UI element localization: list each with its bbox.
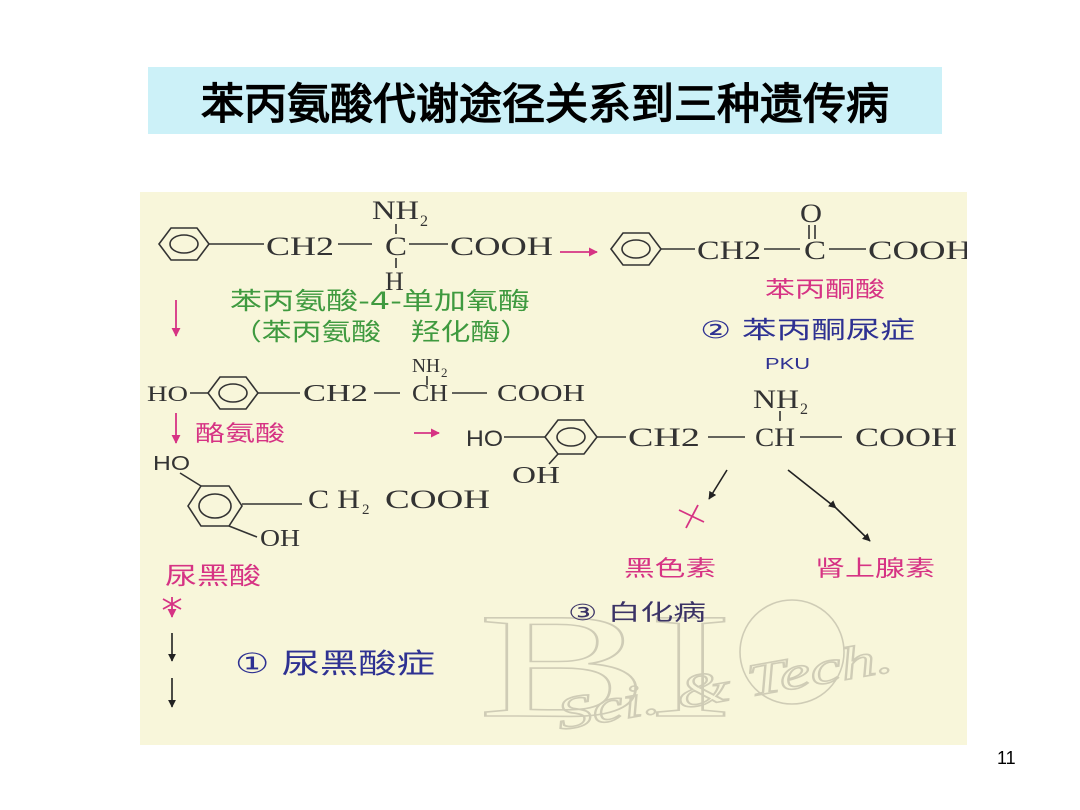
- benzene-ring: [543, 419, 599, 455]
- dopa-nh: NH: [753, 385, 799, 414]
- dopa-ho: HO: [466, 426, 503, 451]
- hga-h-subscript: 2: [362, 502, 370, 518]
- enzyme-alt-name: （苯丙氨酸 羟化酶）: [232, 318, 530, 346]
- enzyme-name: 苯丙氨酸-4-单加氧酶: [230, 287, 530, 315]
- phenylpyruvate-structure: CH2 C COOH O: [610, 199, 967, 266]
- benzene-ring-inner: [218, 383, 248, 403]
- dopa-oh: OH: [512, 463, 560, 489]
- phe-nh-subscript: 2: [420, 213, 428, 230]
- benzene-ring: [158, 227, 210, 261]
- dopa-nh-subscript: 2: [800, 401, 808, 418]
- benzene-ring-inner: [198, 493, 232, 519]
- pp-ch2: CH2: [697, 236, 761, 265]
- hga-ho: HO: [153, 453, 190, 475]
- pathway-diagram: BI Sci. & Tech. CH2 C COOH NH 2 H CH2: [140, 192, 967, 745]
- homogentisic-acid-structure: HO C H 2 COOH OH: [153, 453, 490, 552]
- benzene-ring-inner: [556, 427, 586, 447]
- tyrosine-label: 酪氨酸: [195, 422, 285, 447]
- pku-label: ② 苯丙酮尿症: [700, 316, 915, 344]
- tyrosine-structure: NH 2 HO CH2 CH COOH: [147, 355, 585, 410]
- tyr-ch2: CH2: [303, 381, 368, 407]
- dopa-cooh: COOH: [855, 423, 957, 452]
- dopa-ch: CH: [755, 423, 795, 452]
- phe-cooh: COOH: [450, 232, 553, 261]
- reaction-arrow: [708, 469, 728, 500]
- dopa-ch2: CH2: [628, 423, 700, 452]
- pp-o: O: [800, 199, 822, 228]
- bond: [228, 525, 258, 538]
- tyr-ho: HO: [147, 381, 188, 406]
- reaction-arrow: [787, 469, 871, 542]
- benzene-ring-inner: [169, 234, 199, 254]
- watermark: BI Sci. & Tech.: [477, 582, 897, 745]
- epinephrine-label: 肾上腺素: [815, 557, 935, 582]
- phe-ch2: CH2: [266, 232, 334, 261]
- page-number: 11: [997, 748, 1016, 768]
- bond: [179, 472, 202, 487]
- phe-c: C: [385, 232, 407, 261]
- hga-ch: C H: [308, 485, 360, 514]
- tyr-nh: NH: [412, 355, 440, 377]
- blocked-step-mark: [678, 504, 705, 529]
- dopa-structure: HO OH CH2 CH COOH NH 2: [466, 385, 957, 489]
- benzene-ring: [187, 485, 243, 527]
- hga-cooh: COOH: [385, 485, 490, 514]
- tyr-ch: CH: [412, 381, 448, 407]
- phenylpyruvate-label: 苯丙酮酸: [765, 278, 885, 303]
- pku-abbr: PKU: [765, 356, 810, 373]
- block-cross: [685, 504, 699, 529]
- pathway-svg: BI Sci. & Tech. CH2 C COOH NH 2 H CH2: [147, 196, 967, 745]
- benzene-ring-inner: [621, 239, 651, 259]
- phenylalanine-structure: CH2 C COOH NH 2 H: [158, 196, 553, 296]
- blocked-step-mark: [162, 597, 182, 618]
- phe-h: H: [385, 267, 404, 296]
- alkaptonuria-label: ① 尿黑酸症: [235, 647, 435, 680]
- hga-oh: OH: [260, 526, 300, 552]
- homogentisic-acid-label: 尿黑酸: [165, 562, 261, 590]
- benzene-ring: [610, 232, 662, 266]
- watermark-logo: BI: [478, 583, 733, 745]
- tyr-cooh: COOH: [497, 381, 585, 407]
- bond: [548, 453, 559, 465]
- albinism-label: ③ 白化病: [568, 601, 706, 626]
- tyr-nh-subscript: 2: [441, 365, 448, 380]
- benzene-ring: [207, 376, 259, 410]
- pp-c: C: [804, 236, 826, 265]
- watermark-seal: [739, 599, 845, 705]
- phe-nh: NH: [372, 196, 419, 225]
- pp-cooh: COOH: [868, 236, 967, 265]
- title-box: 苯丙氨酸代谢途径关系到三种遗传病: [148, 67, 942, 134]
- slide-title: 苯丙氨酸代谢途径关系到三种遗传病: [201, 80, 889, 129]
- melanin-label: 黑色素: [624, 557, 716, 582]
- block-cross: [162, 598, 182, 610]
